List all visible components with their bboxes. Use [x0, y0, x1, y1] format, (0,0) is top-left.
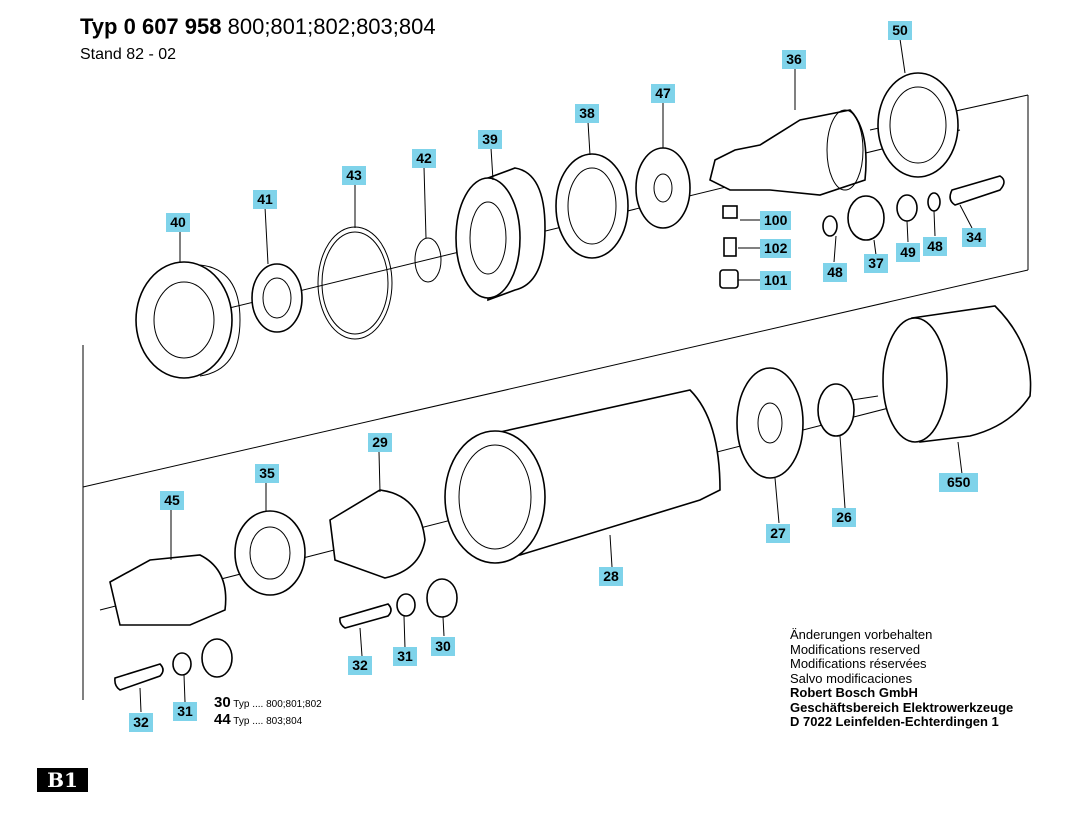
callout-43: 43	[342, 166, 366, 185]
callout-32-lower: 32	[129, 713, 153, 732]
variant-note-30: 30 Typ .... 800;801;802	[214, 694, 322, 711]
part-32-pin-a	[339, 603, 392, 629]
part-42-circlip	[414, 237, 442, 283]
callout-48-right: 48	[923, 237, 947, 256]
callout-38: 38	[575, 104, 599, 123]
callout-31-lower: 31	[173, 702, 197, 721]
part-102-spring	[723, 237, 737, 257]
variant-note-text: Typ .... 800;801;802	[233, 699, 322, 710]
part-650-sleeve	[882, 305, 1032, 443]
stand-date: Stand 82 - 02	[80, 46, 177, 63]
leader-lines	[139, 38, 973, 713]
callout-49: 49	[896, 243, 920, 262]
callout-39: 39	[478, 130, 502, 149]
variant-note-number: 30	[214, 694, 231, 711]
callout-45: 45	[160, 491, 184, 510]
footer-notice: Änderungen vorbehalten Modifications res…	[790, 627, 1014, 730]
callout-50: 50	[888, 21, 912, 40]
callout-37: 37	[864, 254, 888, 273]
part-34-pin	[949, 175, 1005, 206]
part-39-ball-bearing	[455, 167, 546, 302]
footer-line: Modifications reserved	[790, 641, 921, 657]
assembly-frame	[82, 94, 1029, 700]
part-26-pinion	[817, 383, 879, 437]
footer-line: Salvo modificaciones	[790, 670, 913, 686]
callout-36: 36	[782, 50, 806, 69]
callout-102: 102	[760, 239, 792, 258]
company-division: Geschäftsbereich Elektrowerkzeuge	[790, 699, 1014, 715]
callout-32-upper: 32	[348, 656, 372, 675]
callout-47: 47	[651, 84, 675, 103]
callout-26: 26	[832, 508, 856, 527]
part-40-housing-ring	[135, 261, 241, 379]
part-41-seal	[251, 263, 303, 333]
part-43-o-ring	[317, 226, 393, 340]
part-28-housing	[444, 389, 721, 564]
footer-line: Änderungen vorbehalten	[790, 627, 933, 642]
part-35-bearing	[234, 510, 306, 596]
callout-34: 34	[962, 228, 986, 247]
sheet-label: B1	[37, 768, 88, 792]
variant-note-text: Typ .... 803;804	[233, 716, 303, 727]
callout-30-upper: 30	[431, 637, 455, 656]
variant-note-44: 44 Typ .... 803;804	[214, 711, 302, 728]
part-31-needle-a	[396, 593, 416, 617]
part-101-sleeve	[719, 269, 739, 289]
callout-650: 650	[939, 473, 979, 492]
part-31-needle-b	[172, 652, 192, 676]
type-heading: Typ 0 607 958 800;801;802;803;804	[80, 14, 436, 40]
part-32-pin-b	[114, 663, 164, 691]
part-48-washer-small-b	[927, 192, 941, 212]
callout-40: 40	[166, 213, 190, 232]
part-47-washer	[635, 147, 691, 229]
part-37-gear	[847, 195, 885, 241]
callout-27: 27	[766, 524, 790, 543]
type-number: 0 607 958	[123, 14, 222, 39]
part-48-washer-small-a	[822, 215, 838, 237]
company-address: D 7022 Leinfelden-Echterdingen 1	[790, 714, 999, 729]
callout-48-left: 48	[823, 263, 847, 282]
callout-101: 101	[760, 271, 792, 290]
callout-28: 28	[599, 567, 623, 586]
part-27-washer	[736, 367, 804, 479]
part-36-spindle	[709, 109, 867, 196]
callout-29: 29	[368, 433, 392, 452]
part-45-planet-carrier	[109, 554, 227, 626]
callout-100: 100	[760, 211, 792, 230]
type-variants: 800;801;802;803;804	[227, 14, 436, 39]
part-50-bearing	[877, 72, 959, 178]
variant-note-number: 44	[214, 711, 231, 728]
type-label: Typ	[80, 14, 118, 39]
part-30-gear-b	[201, 638, 233, 678]
part-29-planet-carrier	[329, 489, 426, 579]
part-49-needle-bearing	[896, 194, 918, 222]
company-name: Robert Bosch GmbH	[790, 685, 918, 700]
callout-42: 42	[412, 149, 436, 168]
callout-41: 41	[253, 190, 277, 209]
footer-line: Modifications réservées	[790, 656, 927, 671]
callout-35: 35	[255, 464, 279, 483]
callout-31-upper: 31	[393, 647, 417, 666]
part-30-gear-a	[426, 578, 458, 618]
part-38-ring	[555, 153, 629, 259]
part-100-screw	[722, 205, 738, 219]
